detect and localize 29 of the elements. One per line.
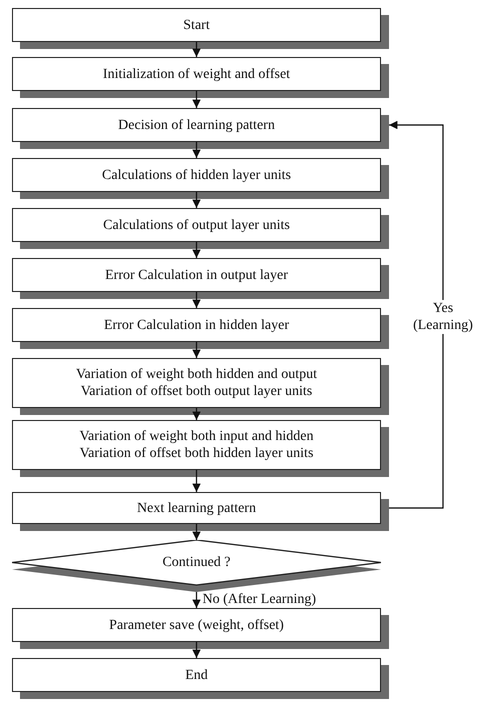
arrow <box>192 408 201 420</box>
arrow <box>192 242 201 258</box>
edge-label: No (After Learning) <box>202 591 316 608</box>
step-text: Next learning pattern <box>137 500 256 516</box>
step-text: Variation of weight both input and hidden <box>79 428 314 445</box>
step-text: Parameter save (weight, offset) <box>109 616 284 634</box>
arrow <box>192 192 201 208</box>
step-text: Start <box>183 16 210 34</box>
arrow <box>192 592 201 608</box>
step-text: Variation of weight both hidden and output <box>76 366 318 383</box>
step-text: End <box>185 666 208 684</box>
arrow <box>192 470 201 492</box>
decision-diamond <box>12 540 381 592</box>
step-text: Continued ? <box>162 554 231 570</box>
step-text: Decision of learning pattern <box>118 116 275 134</box>
arrow <box>192 142 201 158</box>
step-text: Calculations of hidden layer units <box>102 166 291 184</box>
arrow <box>192 292 201 308</box>
arrow <box>192 42 201 57</box>
step-text: Variation of offset both hidden layer units <box>80 445 314 462</box>
arrow <box>192 91 201 108</box>
arrow <box>192 524 201 540</box>
step-text: Calculations of output layer units <box>103 216 290 234</box>
arrow <box>192 642 201 658</box>
step-text: Variation of offset both output layer units <box>80 383 312 400</box>
step-text: Initialization of weight and offset <box>102 66 290 82</box>
step-text: Error Calculation in output layer <box>105 266 288 284</box>
arrow <box>192 342 201 358</box>
step-text: Error Calculation in hidden layer <box>104 316 290 334</box>
